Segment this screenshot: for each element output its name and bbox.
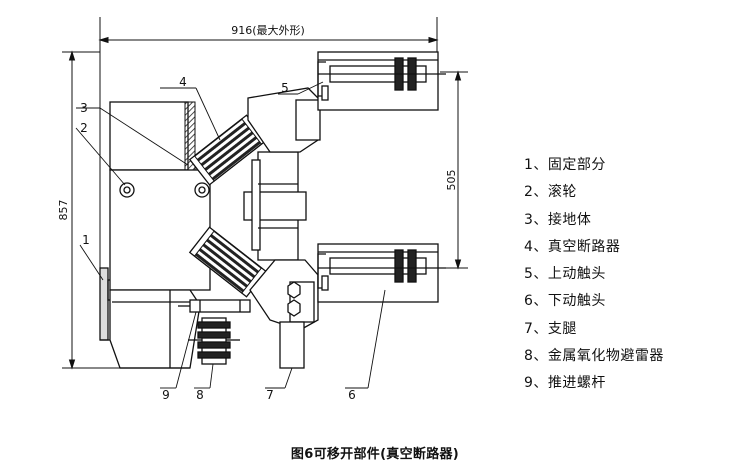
- legend-item: 9、推进螺杆: [524, 375, 606, 392]
- roller-wheels: [119, 182, 210, 198]
- callout-8: 8: [196, 388, 204, 402]
- central-column: [243, 87, 321, 331]
- callout-9: 9: [162, 388, 170, 402]
- legend-item: 2、滚轮: [524, 184, 577, 201]
- contact-span-label: 505: [445, 170, 458, 191]
- height-dimension: [62, 50, 120, 370]
- width-dimension: [98, 17, 439, 270]
- width-dimension-label: 916(最大外形): [231, 23, 305, 37]
- legend-item: 6、下动触头: [524, 293, 606, 310]
- parts-legend: 1、固定部分 2、滚轮 3、接地体 4、真空断路器 5、上动触头 6、下动触头 …: [524, 152, 734, 398]
- metal-oxide-surge-arrester: [188, 317, 240, 365]
- legend-item: 1、固定部分: [524, 157, 606, 173]
- breaker-drawing: 916(最大外形) 857 505: [57, 17, 468, 402]
- legend-item: 8、金属氧化物避雷器: [524, 348, 664, 365]
- push-screw: [178, 299, 251, 313]
- figure-caption: 图6可移开部件(真空断路器): [290, 447, 460, 462]
- height-dimension-label: 857: [57, 200, 70, 221]
- legend-item: 7、支腿: [524, 320, 577, 337]
- callout-5: 5: [281, 81, 289, 95]
- callout-numbers: 1 2 3 4 5 6 7 8 9: [80, 75, 356, 402]
- callout-2: 2: [80, 121, 88, 135]
- support-leg: [279, 321, 305, 369]
- callout-3: 3: [80, 101, 88, 115]
- legend-item: 3、接地体: [524, 211, 592, 228]
- callout-7: 7: [266, 388, 274, 402]
- contact-span-dimension: [440, 70, 468, 270]
- grounding-body: [184, 101, 196, 171]
- legend-item: 4、真空断路器: [524, 238, 621, 255]
- legend-item: 5、上动触头: [524, 266, 606, 283]
- callout-4: 4: [179, 75, 187, 89]
- callout-leaders: [75, 81, 386, 389]
- lower-moving-contact: [317, 243, 446, 303]
- callout-1: 1: [82, 233, 90, 247]
- upper-moving-contact: [317, 51, 446, 111]
- callout-6: 6: [348, 388, 356, 402]
